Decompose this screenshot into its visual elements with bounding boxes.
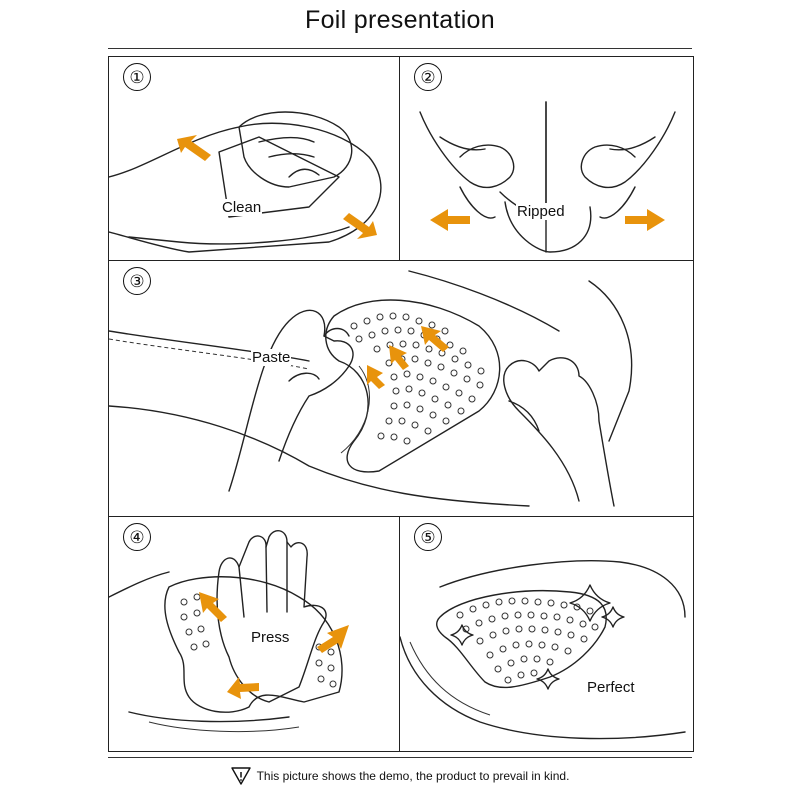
footer-rule [108, 757, 692, 758]
arrow-icon [199, 592, 227, 622]
step-label: Perfect [586, 679, 636, 696]
arrow-down-right-icon [343, 213, 377, 239]
sparkle-icon [450, 624, 474, 646]
warning-icon [230, 767, 251, 785]
arrow-right-icon [625, 209, 665, 231]
arrow-up-left-icon [177, 135, 211, 161]
press-illustration [109, 530, 349, 733]
step-panel-press: ④ Press [108, 516, 401, 752]
sparkle-icon [569, 584, 611, 622]
step-panel-perfect: ⑤ Perfect [399, 516, 694, 752]
step-panel-ripped: ② Ripped [399, 56, 694, 262]
step-label: Clean [221, 199, 263, 216]
footer: This picture shows the demo, the product… [0, 767, 800, 785]
step-number: ⑤ [414, 523, 442, 551]
perfect-illustration [400, 560, 686, 740]
paste-illustration [109, 270, 633, 507]
clean-illustration [109, 111, 382, 253]
step-label: Paste [251, 349, 292, 366]
sparkle-icon [536, 668, 560, 690]
step-number: ① [123, 63, 151, 91]
step-number: ④ [123, 523, 151, 551]
footer-note: This picture shows the demo, the product… [256, 769, 570, 783]
pad-dots-group [456, 597, 599, 684]
arrow-icon [389, 345, 409, 370]
step-number: ② [414, 63, 442, 91]
pad-dots-group [180, 593, 337, 688]
title-rule [108, 48, 692, 49]
arrow-left-icon [430, 209, 470, 231]
step-number: ③ [123, 267, 151, 295]
arrow-icon [227, 677, 259, 699]
step-label: Press [250, 629, 291, 646]
arrow-icon [317, 625, 349, 653]
ripped-illustration [419, 101, 676, 253]
arrow-icon [421, 326, 449, 352]
step-panel-clean: ① Clean [108, 56, 401, 262]
arrow-icon [367, 365, 385, 389]
sparkle-icon [601, 606, 625, 628]
pad-dots-group [350, 312, 485, 445]
step-panel-paste: ③ Paste [108, 260, 694, 518]
step-label: Ripped [516, 203, 566, 220]
page-title: Foil presentation [305, 6, 495, 34]
